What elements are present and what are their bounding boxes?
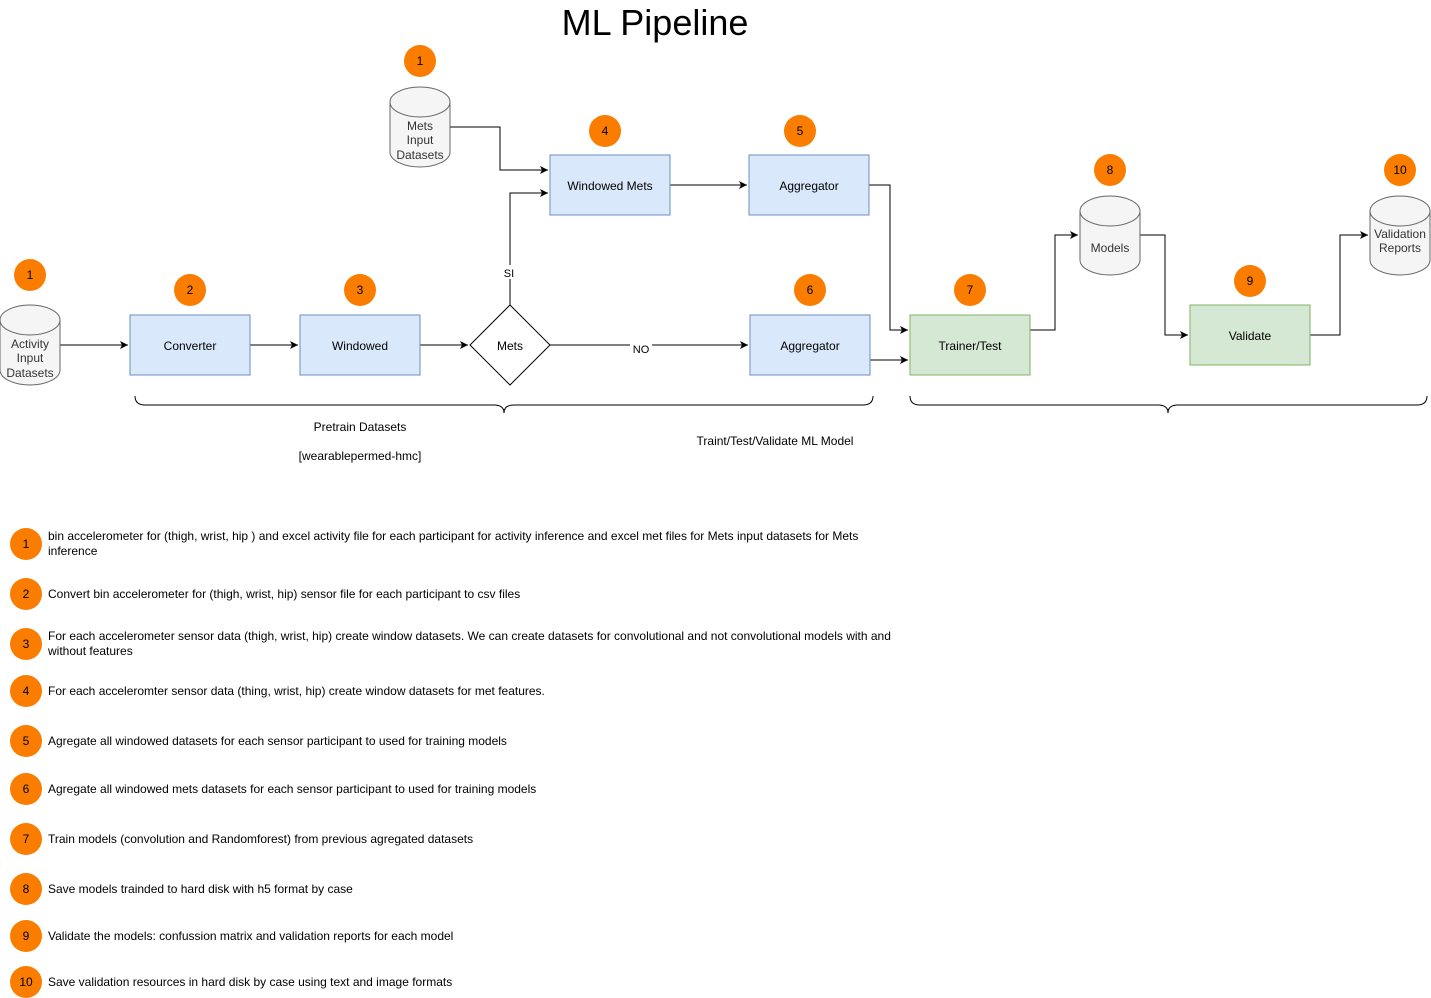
activity-input-line2: Input: [17, 351, 44, 365]
windowed-label: Windowed: [332, 339, 388, 353]
pretrain-brace: [134, 395, 874, 414]
validate-label: Validate: [1229, 329, 1272, 343]
legend-badge: 1: [10, 528, 42, 560]
validate-node: Validate: [1189, 304, 1311, 366]
legend-item: 7 Train models (convolution and Randomfo…: [10, 823, 930, 855]
windowed-node: Windowed: [299, 314, 421, 376]
legend-item: 1 bin accelerometer for (thigh, wrist, h…: [10, 528, 930, 560]
models-label: Models: [1091, 241, 1130, 255]
mets-input-line1: Mets: [407, 119, 433, 133]
legend-text: Save validation resources in hard disk b…: [48, 974, 453, 989]
activity-input-line3: Datasets: [6, 366, 53, 380]
badge-num-converter: 2: [187, 283, 194, 297]
legend-item: 2 Convert bin accelerometer for (thigh, …: [10, 578, 930, 610]
windowed-mets-label: Windowed Mets: [567, 179, 652, 193]
page-title: ML Pipeline: [562, 2, 749, 43]
trainer-test-node: Trainer/Test: [909, 314, 1031, 376]
badge-models: [1094, 154, 1126, 186]
edge-mets-input-to-windowed-mets: [450, 126, 548, 174]
badge-num-trainer: 7: [967, 283, 974, 297]
badge-windowed: [344, 274, 376, 306]
legend-badge: 3: [10, 628, 42, 660]
badge-activity-input: [14, 259, 46, 291]
converter-label: Converter: [164, 339, 217, 353]
badge-num-validate: 9: [1247, 274, 1254, 288]
aggregator-bottom-label: Aggregator: [780, 339, 839, 353]
badge-trainer: [954, 274, 986, 306]
aggregator-bottom-node: Aggregator: [749, 314, 871, 376]
badge-validate: [1234, 265, 1266, 297]
edge-label-si: SI: [504, 268, 514, 280]
mets-input-line2: Input: [407, 133, 434, 147]
legend-badge: 8: [10, 873, 42, 905]
edge-models-to-validate: [1140, 234, 1188, 339]
legend-text: For each acceleromter sensor data (thing…: [48, 683, 545, 698]
activity-input-line1: Activity: [11, 337, 49, 351]
legend-badge: 9: [10, 920, 42, 952]
badge-num-aggregator-bottom: 6: [807, 283, 814, 297]
legend-text: Agregate all windowed datasets for each …: [48, 733, 507, 748]
badge-aggregator-top: [784, 115, 816, 147]
legend-badge: 10: [10, 966, 42, 998]
legend-text: Convert bin accelerometer for (thigh, wr…: [48, 586, 521, 601]
legend-item: 8 Save models trainded to hard disk with…: [10, 873, 930, 905]
legend-item: 9 Validate the models: confussion matrix…: [10, 920, 930, 952]
aggregator-top-node: Aggregator: [748, 154, 870, 216]
badge-aggregator-bottom: [794, 274, 826, 306]
validation-reports-line1: Validation: [1374, 227, 1426, 241]
models-store: Models: [1079, 195, 1141, 276]
legend-item: 4 For each acceleromter sensor data (thi…: [10, 675, 930, 707]
mets-decision-label: Mets: [497, 339, 523, 353]
windowed-mets-node: Windowed Mets: [549, 154, 671, 216]
legend-text: Validate the models: confussion matrix a…: [48, 928, 454, 943]
badge-num-mets-input: 1: [417, 54, 424, 68]
pretrain-sublabel: [wearablepermed-hmc]: [299, 449, 422, 463]
legend-text: For each accelerometer sensor data (thig…: [48, 629, 891, 658]
legend-badge: 5: [10, 725, 42, 757]
legend-text: Train models (convolution and Randomfore…: [48, 831, 474, 846]
edge-trainer-to-models: [1030, 231, 1078, 331]
badge-num-models: 8: [1107, 163, 1114, 177]
badge-num-aggregator-top: 5: [797, 124, 804, 138]
mets-decision-node: Mets: [469, 304, 551, 386]
badge-num-windowed-mets: 4: [602, 124, 609, 138]
edge-aggregator-top-to-trainer: [869, 184, 908, 334]
legend-badge: 6: [10, 773, 42, 805]
legend-item: 6 Agregate all windowed mets datasets fo…: [10, 773, 930, 805]
edge-mets-si-to-windowed-mets: [509, 189, 548, 305]
badge-converter: [174, 274, 206, 306]
aggregator-top-label: Aggregator: [779, 179, 838, 193]
badge-mets-input: [404, 45, 436, 77]
badge-windowed-mets: [589, 115, 621, 147]
mets-input-datasets: Mets Input Datasets: [389, 86, 451, 168]
badge-num-validation-reports: 10: [1393, 163, 1407, 177]
mets-input-line3: Datasets: [396, 148, 443, 162]
pretrain-label: Pretrain Datasets: [314, 420, 407, 434]
legend-item: 10 Save validation resources in hard dis…: [10, 966, 930, 998]
legend-item: 5 Agregate all windowed datasets for eac…: [10, 725, 930, 757]
badge-num-activity-input: 1: [27, 268, 34, 282]
legend-item: 3 For each accelerometer sensor data (th…: [10, 628, 930, 660]
validation-reports-line2: Reports: [1379, 241, 1421, 255]
train-brace: [909, 395, 1428, 414]
legend-badge: 2: [10, 578, 42, 610]
edge-validate-to-reports: [1310, 231, 1368, 336]
legend-text: Agregate all windowed mets datasets for …: [48, 781, 537, 796]
validation-reports-store: Validation Reports: [1369, 195, 1431, 276]
legend-text: bin accelerometer for (thigh, wrist, hip…: [48, 529, 859, 558]
badge-num-windowed: 3: [357, 283, 364, 297]
legend-text: Save models trainded to hard disk with h…: [48, 881, 353, 896]
legend-badge: 7: [10, 823, 42, 855]
train-label: Traint/Test/Validate ML Model: [697, 434, 854, 448]
activity-input-datasets: Activity Input Datasets: [0, 304, 61, 386]
converter-node: Converter: [129, 314, 251, 376]
legend-badge: 4: [10, 675, 42, 707]
badge-validation-reports: [1384, 154, 1416, 186]
trainer-test-label: Trainer/Test: [939, 339, 1003, 353]
edge-label-no: NO: [633, 344, 650, 356]
